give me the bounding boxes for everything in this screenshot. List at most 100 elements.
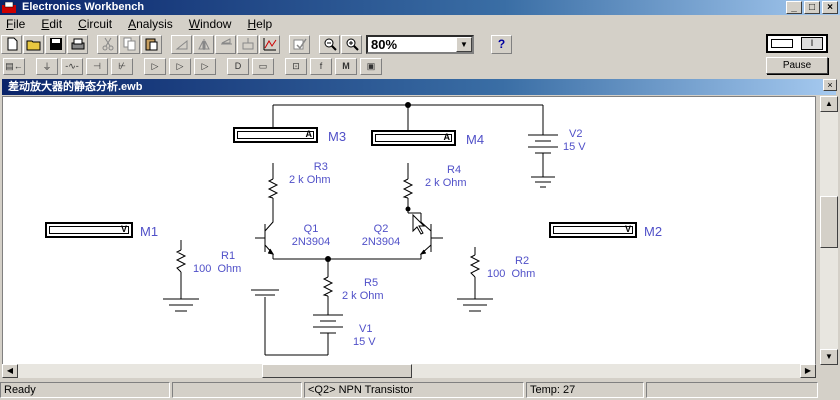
app-logo-icon xyxy=(2,2,16,13)
document-title-bar[interactable]: 差动放大器的静态分析.ewb xyxy=(2,79,836,95)
misc-bin-icon[interactable]: M xyxy=(335,57,357,75)
scroll-down-icon[interactable]: ▼ xyxy=(820,349,838,365)
copy-icon[interactable] xyxy=(119,34,140,54)
component-properties-icon[interactable] xyxy=(289,34,310,54)
menu-bar: File Edit Circuit Analysis Window Help xyxy=(0,15,840,33)
ammeter-m3-label: M3 xyxy=(328,129,347,144)
r3-name: R3 xyxy=(313,161,328,173)
q1-name: Q1 xyxy=(303,223,319,235)
app-title: Electronics Workbench xyxy=(22,1,145,13)
r4-label-group: R4 2 k Ohm xyxy=(425,164,467,190)
r1-label-group: R1 100 Ohm xyxy=(193,250,241,276)
document-close-button[interactable]: × xyxy=(823,79,837,91)
zoom-value: 80% xyxy=(371,36,398,52)
horizontal-scrollbar[interactable]: ◀ ▶ xyxy=(2,364,816,378)
instruments-bin-icon[interactable]: ▣ xyxy=(360,57,382,75)
q1-label-group: Q1 2N3904 xyxy=(281,223,341,249)
menu-circuit[interactable]: Circuit xyxy=(78,17,113,31)
power-switch[interactable]: I xyxy=(766,34,828,53)
app-title-bar[interactable]: Electronics Workbench _ □ × xyxy=(0,0,840,15)
q2-name: Q2 xyxy=(373,223,389,235)
flip-horizontal-icon[interactable] xyxy=(193,34,214,54)
v1-value: 15 V xyxy=(353,336,376,348)
parts-bin-toolbar: ▤← ⏚ -∿- ⊣ ⊬ ▷ ▷ ▷ D ▭ ⊡ f M ▣ xyxy=(0,56,840,76)
scroll-right-icon[interactable]: ▶ xyxy=(800,364,816,378)
scroll-left-icon[interactable]: ◀ xyxy=(2,364,18,378)
minimize-button[interactable]: _ xyxy=(786,1,802,14)
v1-label-group: V1 15 V xyxy=(353,323,376,349)
q2-value: 2N3904 xyxy=(361,236,401,248)
analog-ics-bin-icon[interactable]: ▷ xyxy=(144,57,166,75)
open-folder-icon[interactable] xyxy=(23,34,44,54)
new-file-icon[interactable] xyxy=(1,34,22,54)
status-selection: <Q2> NPN Transistor xyxy=(304,382,524,398)
maximize-button[interactable]: □ xyxy=(804,1,820,14)
r1-value: 100 Ohm xyxy=(193,263,242,275)
subcircuit-icon[interactable] xyxy=(237,34,258,54)
ammeter-m3[interactable]: A xyxy=(233,127,318,143)
vertical-scrollbar[interactable]: ▲ ▼ xyxy=(820,96,838,365)
print-icon[interactable] xyxy=(67,34,88,54)
cut-icon[interactable] xyxy=(97,34,118,54)
power-off-icon xyxy=(771,39,793,48)
flip-vertical-icon[interactable] xyxy=(215,34,236,54)
vertical-scroll-thumb[interactable] xyxy=(820,196,838,248)
status-temperature: Temp: 27 xyxy=(526,382,644,398)
voltmeter-m1[interactable]: V xyxy=(45,222,133,238)
save-icon[interactable] xyxy=(45,34,66,54)
diodes-bin-icon[interactable]: ⊣ xyxy=(86,57,108,75)
sources-bin-icon[interactable]: ⏚ xyxy=(36,57,58,75)
menu-edit[interactable]: Edit xyxy=(41,17,63,31)
ammeter-m4[interactable]: A xyxy=(371,130,456,146)
controls-bin-icon[interactable]: f xyxy=(310,57,332,75)
status-panel-2 xyxy=(172,382,302,398)
q1-value: 2N3904 xyxy=(291,236,331,248)
r5-value: 2 k Ohm xyxy=(342,290,384,302)
r2-label-group: R2 100 Ohm xyxy=(487,255,535,281)
logic-gates-bin-icon[interactable]: D xyxy=(227,57,249,75)
menu-help[interactable]: Help xyxy=(247,17,273,31)
zoom-in-icon[interactable] xyxy=(341,34,362,54)
scroll-up-icon[interactable]: ▲ xyxy=(820,96,838,112)
digital-bin-icon[interactable]: ▭ xyxy=(252,57,274,75)
r3-label-group: R3 2 k Ohm xyxy=(289,161,331,187)
r4-name: R4 xyxy=(447,164,462,176)
menu-window[interactable]: Window xyxy=(188,17,232,31)
q2-label-group: Q2 2N3904 xyxy=(351,223,411,249)
v2-name: V2 xyxy=(569,128,583,140)
circuit-document-window: 差动放大器的静态分析.ewb × xyxy=(0,77,840,380)
mixed-ics-bin-icon[interactable]: ▷ xyxy=(169,57,191,75)
close-button[interactable]: × xyxy=(822,1,838,14)
rotate-icon[interactable] xyxy=(171,34,192,54)
paste-icon[interactable] xyxy=(141,34,162,54)
zoom-select[interactable]: 80% ▼ xyxy=(366,34,474,54)
voltmeter-m2-label: M2 xyxy=(644,224,663,239)
basic-bin-icon[interactable]: -∿- xyxy=(61,57,83,75)
indicators-bin-icon[interactable]: ⊡ xyxy=(285,57,307,75)
transistors-bin-icon[interactable]: ⊬ xyxy=(111,57,133,75)
ammeter-m4-mode: A xyxy=(443,132,451,142)
help-button[interactable]: ? xyxy=(491,34,512,54)
v2-label-group: V2 15 V xyxy=(563,128,586,154)
menu-analysis[interactable]: Analysis xyxy=(128,17,173,31)
r2-name: R2 xyxy=(515,255,530,267)
r2-value: 100 Ohm xyxy=(487,268,536,280)
chevron-down-icon[interactable]: ▼ xyxy=(456,36,472,52)
menu-file[interactable]: File xyxy=(6,17,26,31)
status-bar: Ready <Q2> NPN Transistor Temp: 27 xyxy=(0,382,840,400)
zoom-out-icon[interactable] xyxy=(319,34,340,54)
document-title: 差动放大器的静态分析.ewb xyxy=(8,81,143,93)
v1-name: V1 xyxy=(359,323,373,335)
digital-ics-bin-icon[interactable]: ▷ xyxy=(194,57,216,75)
r5-name: R5 xyxy=(364,277,379,289)
voltmeter-m1-label: M1 xyxy=(140,224,159,239)
status-ready: Ready xyxy=(0,382,170,398)
voltmeter-m1-mode: V xyxy=(120,224,127,234)
graph-icon[interactable] xyxy=(259,34,280,54)
circuit-canvas[interactable]: A M3 A M4 V M1 V M2 R3 2 k Ohm R4 2 k Oh… xyxy=(2,96,816,365)
voltmeter-m2[interactable]: V xyxy=(549,222,637,238)
horizontal-scroll-thumb[interactable] xyxy=(262,364,412,378)
ammeter-m3-mode: A xyxy=(305,129,313,139)
pause-button[interactable]: Pause xyxy=(766,57,828,74)
parts-bin-toggle-icon[interactable]: ▤← xyxy=(3,57,25,75)
